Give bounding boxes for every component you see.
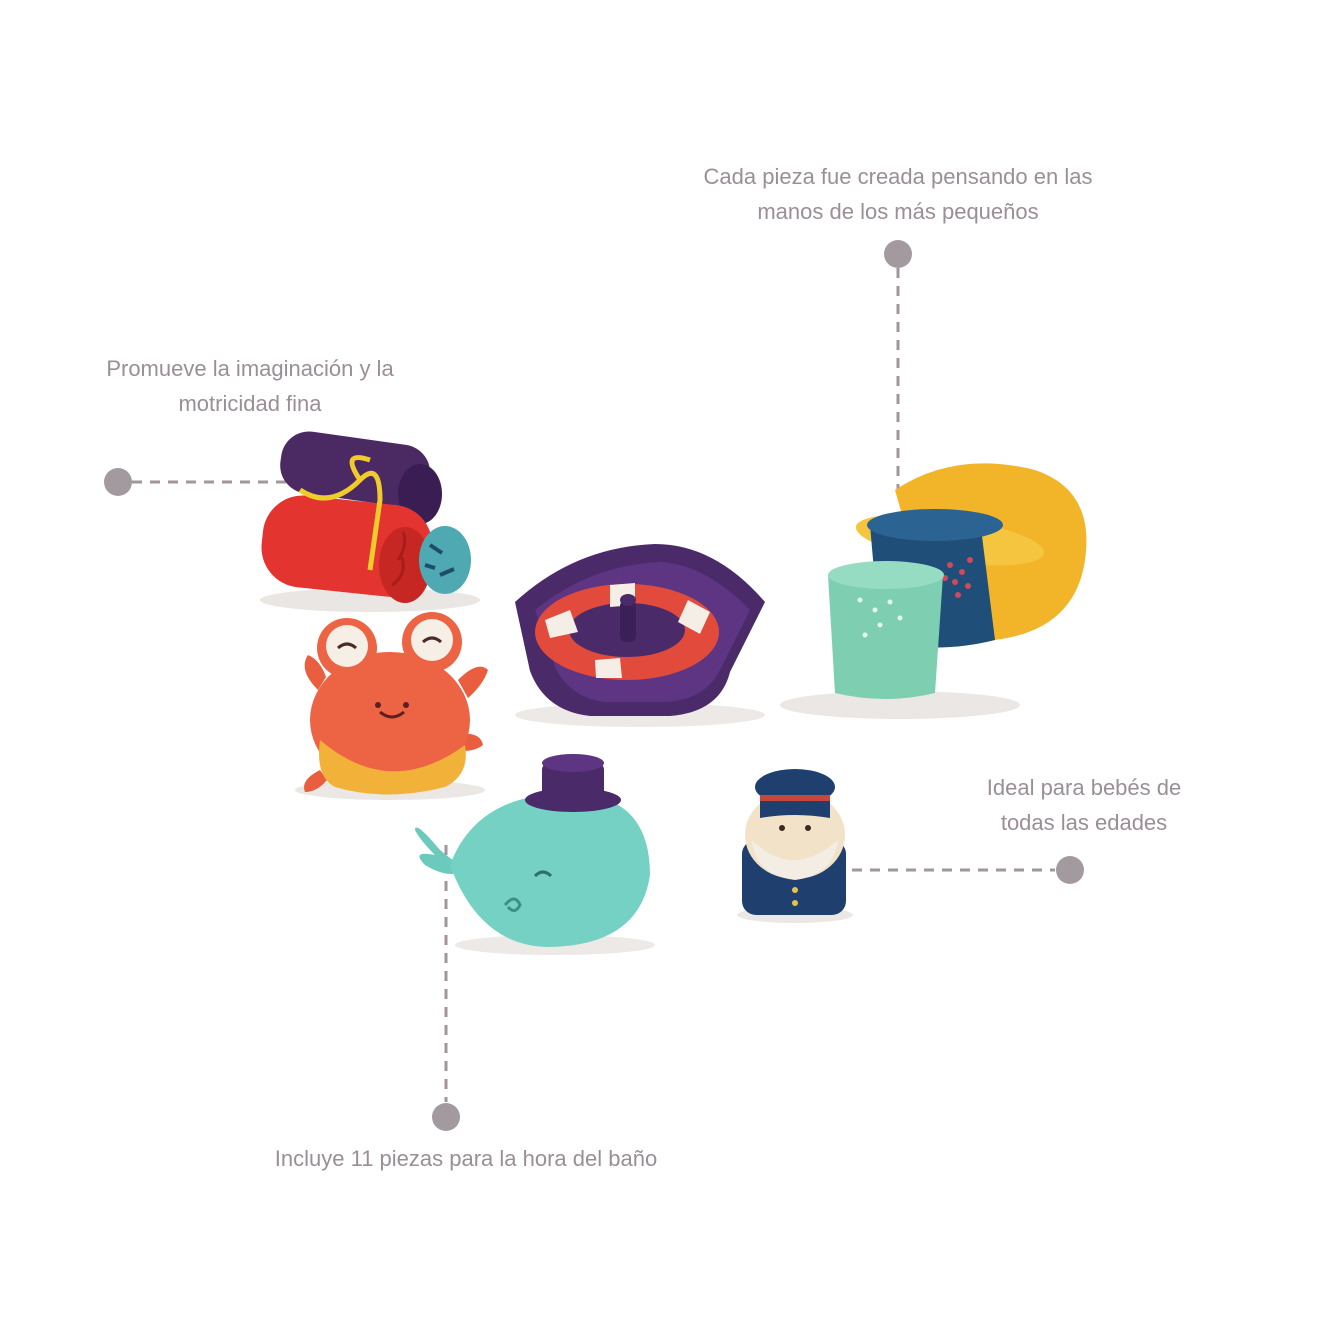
crab-squirter — [295, 612, 488, 800]
callout-imagination-line1: Promueve la imaginación y la — [106, 356, 394, 381]
callout-all-ages-line2: todas las edades — [1000, 810, 1168, 835]
callout-hand-size-line1: Cada pieza fue creada pensando en las — [703, 164, 1093, 189]
captain-figure — [737, 769, 853, 923]
callout-imagination-line2: motricidad fina — [178, 391, 322, 416]
callout-all-ages-line1: Ideal para bebés de — [986, 775, 1182, 800]
callout-hand-size-line2: manos de los más pequeños — [757, 199, 1039, 224]
marker-dots — [104, 240, 1084, 1131]
whale-squirter — [415, 754, 655, 955]
marker-dot-right — [1056, 856, 1084, 884]
boat-with-life-ring — [515, 544, 765, 727]
marker-dot-left — [104, 468, 132, 496]
callout-imagination: Promueve la imaginación y la motricidad … — [60, 351, 440, 421]
wash-cloth-rolls — [260, 431, 480, 612]
marker-dot-top-right — [884, 240, 912, 268]
callout-piece-count: Incluye 11 piezas para la hora del baño — [220, 1141, 712, 1176]
callout-piece-count-line1: Incluye 11 piezas para la hora del baño — [274, 1146, 658, 1171]
stacking-cups — [780, 463, 1087, 719]
marker-dot-bottom — [432, 1103, 460, 1131]
callout-hand-size: Cada pieza fue creada pensando en las ma… — [640, 159, 1156, 229]
callout-all-ages: Ideal para bebés de todas las edades — [940, 770, 1228, 840]
